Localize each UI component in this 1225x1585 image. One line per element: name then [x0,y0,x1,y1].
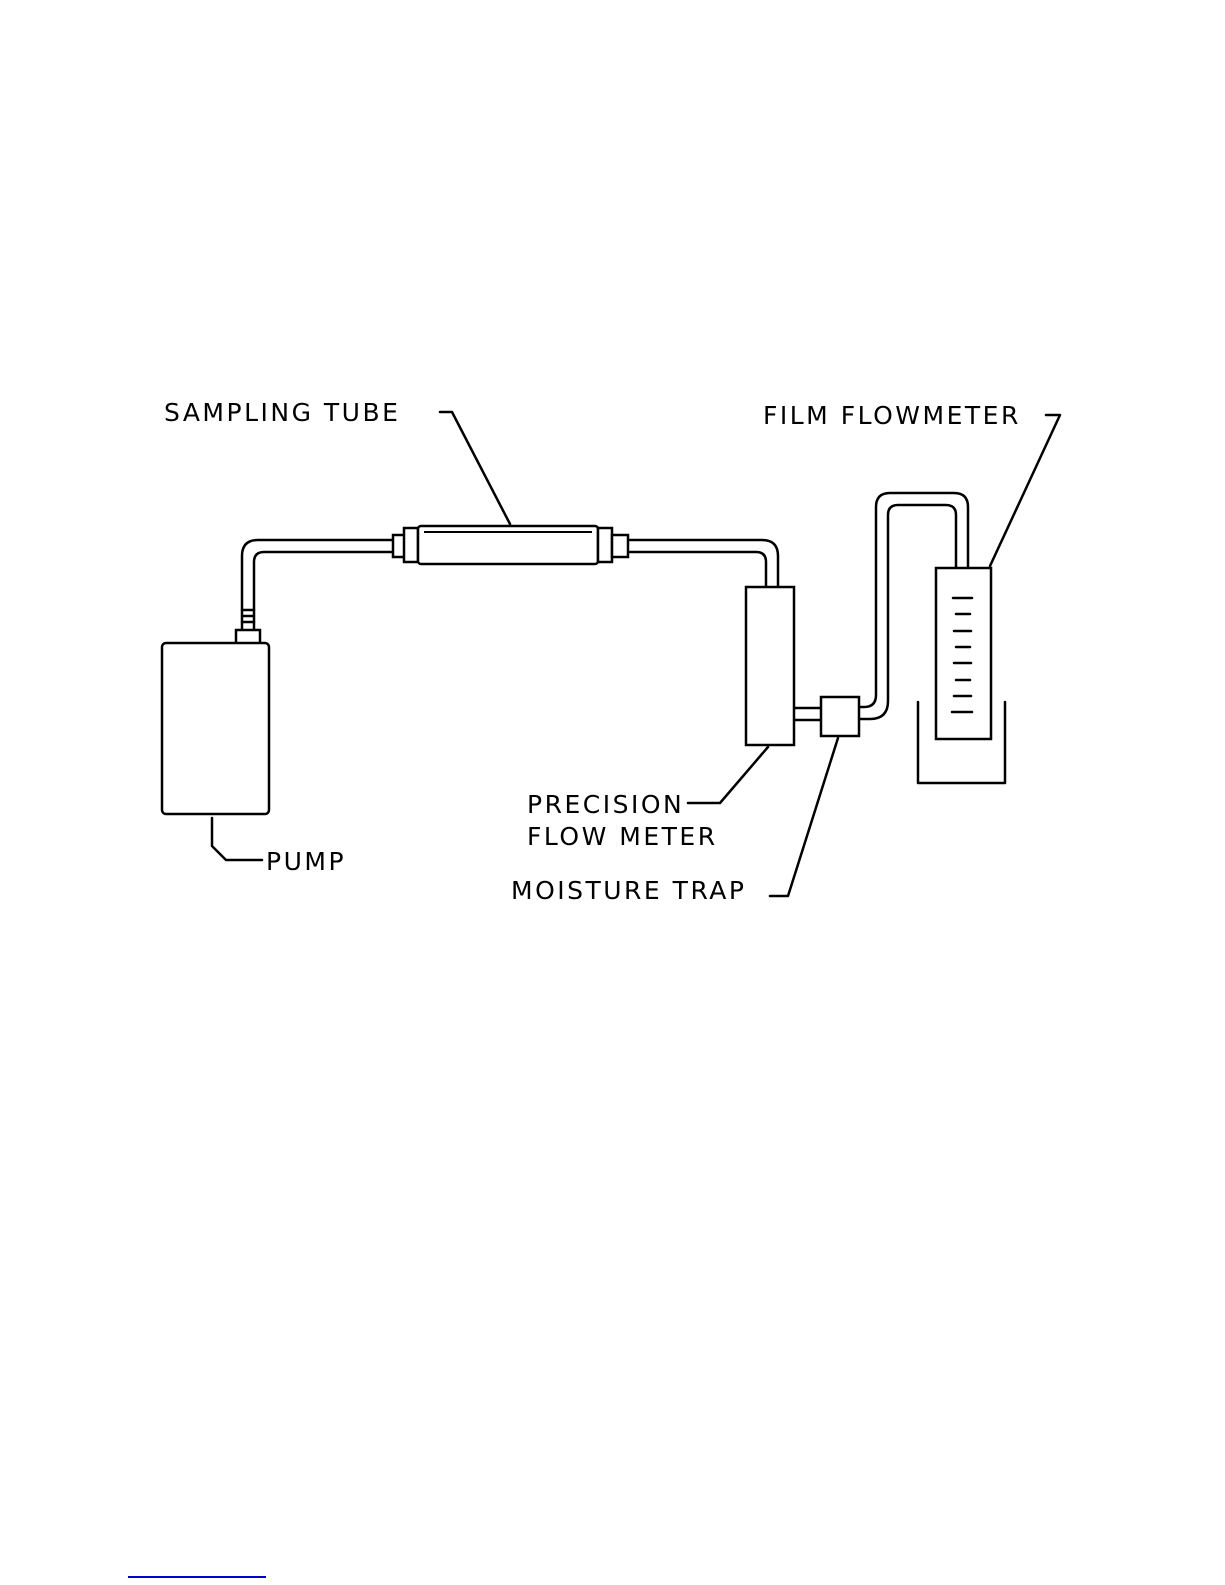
leader-moisture-trap [770,738,838,896]
moisture-trap [821,697,859,736]
label-moisture-trap: MOISTURE TRAP [511,876,746,905]
sampling-tube-right-nut [612,535,628,557]
pump-body [162,643,269,814]
moisture-trap-body [821,697,859,736]
sampling-tube-right-fitting [598,528,612,562]
tubing-sampling-tube-to-flow-meter [630,540,778,587]
label-film-flowmeter: FILM FLOWMETER [763,401,1021,430]
label-sampling-tube: SAMPLING TUBE [164,398,400,427]
leader-film-flowmeter [990,415,1060,566]
label-precision-line1: PRECISION [527,790,684,819]
tubing-flow-meter-to-moisture-trap [794,708,821,720]
label-precision-line2: FLOW METER [527,822,718,851]
tubing-pump-to-sampling-tube [242,540,394,633]
precision-flow-meter [746,587,794,745]
film-flowmeter-burette [936,568,991,739]
pump [162,610,269,814]
leader-precision-flow-meter [688,747,768,803]
leader-pump [212,818,262,860]
footer-rule [128,1576,266,1578]
sampling-tube-left-fitting [404,528,418,562]
sampling-tube [393,526,628,564]
label-pump: PUMP [266,847,346,876]
leader-sampling-tube [440,412,510,524]
precision-flow-meter-body [746,587,794,745]
film-flowmeter [918,568,1005,783]
